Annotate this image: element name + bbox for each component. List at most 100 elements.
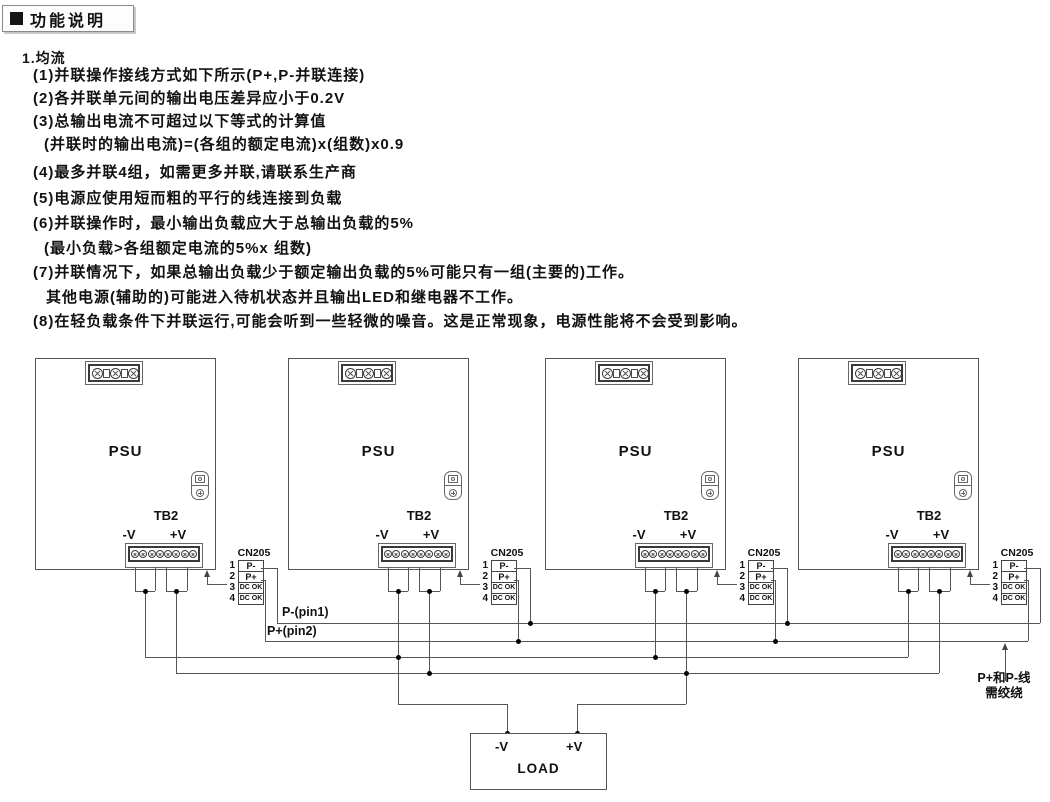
mounting-connector: [701, 471, 719, 500]
wire: [1024, 580, 1028, 581]
wire: [775, 580, 776, 641]
arrow-up-icon: [713, 570, 720, 577]
junction-dot: [684, 671, 689, 676]
section-marker-icon: [10, 12, 23, 25]
junction-dot: [143, 589, 148, 594]
wire: [787, 568, 788, 623]
bus-label-p-plus: P+(pin2): [267, 624, 317, 638]
wire: [398, 591, 399, 704]
screw-icon: [433, 550, 442, 558]
pin-label: DC OK: [1001, 582, 1027, 594]
screw-icon: [392, 550, 401, 558]
wire: [265, 641, 1028, 642]
wire: [135, 567, 136, 591]
screw-icon: [620, 367, 631, 379]
psu-label: PSU: [108, 443, 143, 460]
output-terminal-block: [125, 543, 203, 568]
screw-icon: [602, 367, 613, 379]
wire: [388, 567, 389, 591]
twist-note: P+和P-线 需绞绕: [962, 671, 1046, 701]
wire: [771, 580, 775, 581]
wire: [717, 576, 718, 584]
wire: [908, 591, 909, 657]
psu-unit-3: PSU TB2 -V +V: [545, 358, 726, 570]
output-terminal-block: [378, 543, 456, 568]
wire: [577, 704, 686, 705]
wire: [460, 576, 461, 584]
wire: [697, 567, 698, 591]
subsection-title: 1.均流: [22, 50, 66, 66]
indicator-hole-icon: [958, 475, 968, 483]
arrow-up-icon: [1001, 643, 1008, 650]
wire: [686, 591, 687, 704]
wire: [1005, 649, 1006, 681]
note-line-10: 其他电源(辅助的)可能进入待机状态并且输出LED和继电器不工作。: [46, 289, 523, 306]
tb2-label: TB2: [916, 508, 942, 523]
spacer: [374, 368, 381, 378]
screw-icon: [110, 367, 121, 379]
screw-icon: [698, 550, 707, 558]
screw-hole-icon: [196, 489, 204, 497]
junction-dot: [174, 589, 179, 594]
neg-terminal-label: -V: [375, 527, 389, 542]
note-line-9: (7)并联情况下，如果总输出负载少于额定输出负载的5%可能只有一组(主要的)工作…: [33, 264, 635, 281]
pin-label: DC OK: [1001, 593, 1027, 605]
input-terminal-block: [595, 361, 653, 385]
screw-icon: [855, 367, 866, 379]
wire: [950, 567, 951, 591]
indicator-hole-icon: [448, 475, 458, 483]
load-box: -V +V LOAD: [470, 733, 607, 790]
wire: [1040, 568, 1041, 623]
wire: [655, 591, 656, 657]
wire: [261, 580, 265, 581]
spacer: [103, 368, 110, 378]
cn205-title: CN205: [747, 547, 781, 559]
twist-note-line2: 需绞绕: [985, 686, 1023, 700]
screw-icon: [674, 550, 683, 558]
note-line-3: (3)总输出电流不可超过以下等式的计算值: [33, 113, 327, 130]
output-terminal-block: [888, 543, 966, 568]
wire: [155, 567, 156, 591]
tb2-label: TB2: [153, 508, 179, 523]
cn205-title: CN205: [490, 547, 524, 559]
mounting-connector: [191, 471, 209, 500]
screw-icon: [682, 550, 691, 558]
screw-icon: [441, 550, 450, 558]
output-terminal-block: [635, 543, 713, 568]
tb2-label: TB2: [663, 508, 689, 523]
screw-icon: [384, 550, 393, 558]
wire: [187, 567, 188, 591]
screw-hole-icon: [449, 489, 457, 497]
screw-icon: [400, 550, 409, 558]
screw-icon: [408, 550, 417, 558]
twist-note-line1: P+和P-线: [977, 671, 1031, 685]
wire: [176, 591, 177, 673]
note-line-4: (并联时的输出电流)=(各组的额定电流)x(组数)x0.9: [44, 136, 405, 153]
arrow-up-icon: [456, 570, 463, 577]
screw-icon: [935, 550, 944, 558]
screw-icon: [638, 367, 649, 379]
pos-terminal-label: +V: [932, 527, 950, 542]
psu-unit-2: PSU TB2 -V +V: [288, 358, 469, 570]
junction-dot: [427, 671, 432, 676]
spacer: [613, 368, 620, 378]
pin-label: DC OK: [238, 593, 264, 605]
junction-dot: [684, 589, 689, 594]
wire: [717, 584, 737, 585]
screw-icon: [188, 550, 197, 558]
wire: [918, 567, 919, 591]
psu-unit-1: PSU TB2 -V +V: [35, 358, 216, 570]
wire: [970, 576, 971, 584]
pos-terminal-label: +V: [169, 527, 187, 542]
screw-icon: [139, 550, 148, 558]
wire: [514, 568, 530, 569]
neg-terminal-label: -V: [632, 527, 646, 542]
screw-icon: [657, 550, 666, 558]
wire: [676, 567, 677, 591]
section-title: 功能说明: [30, 12, 107, 30]
screw-icon: [345, 367, 356, 379]
wire: [408, 567, 409, 591]
wire: [771, 568, 787, 569]
